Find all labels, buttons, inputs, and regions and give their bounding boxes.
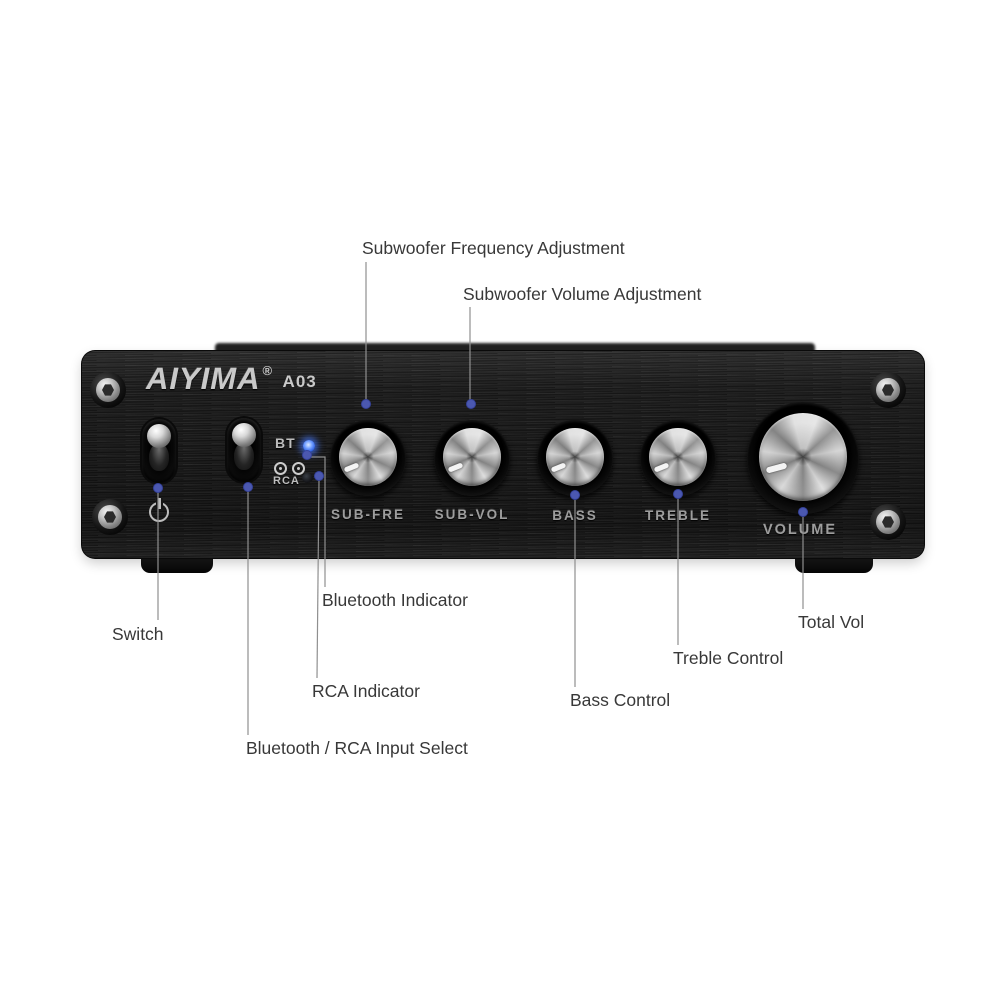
annotation-bluetooth-indicator: Bluetooth Indicator: [322, 590, 468, 610]
knob-label-sub-fre: SUB-FRE: [331, 507, 405, 522]
volume-knob: [747, 402, 859, 514]
screw-icon: [870, 372, 906, 408]
input-select-toggle-switch: [227, 418, 261, 482]
screw-icon: [90, 372, 126, 408]
registered-mark: ®: [262, 363, 273, 378]
device-foot-left: [141, 556, 213, 573]
model-number: A03: [282, 372, 317, 391]
annotation-rca-indicator: RCA Indicator: [312, 681, 420, 701]
annotation-total-vol: Total Vol: [798, 612, 865, 632]
sub-volume-knob: [434, 420, 510, 496]
screw-icon: [870, 504, 906, 540]
bluetooth-led-icon: [303, 440, 315, 452]
knob-label-bass: BASS: [552, 508, 598, 523]
annotation-bass-control: Bass Control: [570, 690, 671, 710]
device-foot-right: [795, 556, 873, 573]
rca-label: RCA: [273, 475, 300, 487]
annotation-input-select: Bluetooth / RCA Input Select: [246, 738, 468, 758]
annotation-switch: Switch: [112, 624, 164, 644]
knob-label-treble: TREBLE: [645, 508, 711, 523]
toggle-lever: [234, 442, 254, 470]
rca-jacks-icon: [274, 462, 305, 475]
brand-logo: AIYIMA® A03: [146, 361, 317, 397]
bass-knob: [537, 420, 613, 496]
treble-knob: [640, 420, 716, 496]
bt-label: BT: [275, 435, 296, 451]
toggle-lever: [149, 443, 169, 471]
annotation-sub-frequency: Subwoofer Frequency Adjustment: [362, 238, 625, 258]
annotation-treble-control: Treble Control: [673, 648, 784, 668]
screw-icon: [92, 499, 128, 535]
annotation-sub-volume: Subwoofer Volume Adjustment: [463, 284, 702, 304]
knob-label-volume: VOLUME: [762, 522, 838, 538]
rca-led-icon: [302, 473, 313, 483]
power-icon: [149, 498, 169, 522]
amplifier-front-panel: AIYIMA® A03 BT RCA: [82, 351, 924, 558]
brand-name: AIYIMA: [146, 361, 261, 396]
knob-label-sub-vol: SUB-VOL: [434, 507, 510, 522]
power-toggle-switch: [142, 419, 176, 483]
sub-frequency-knob: [330, 420, 406, 496]
